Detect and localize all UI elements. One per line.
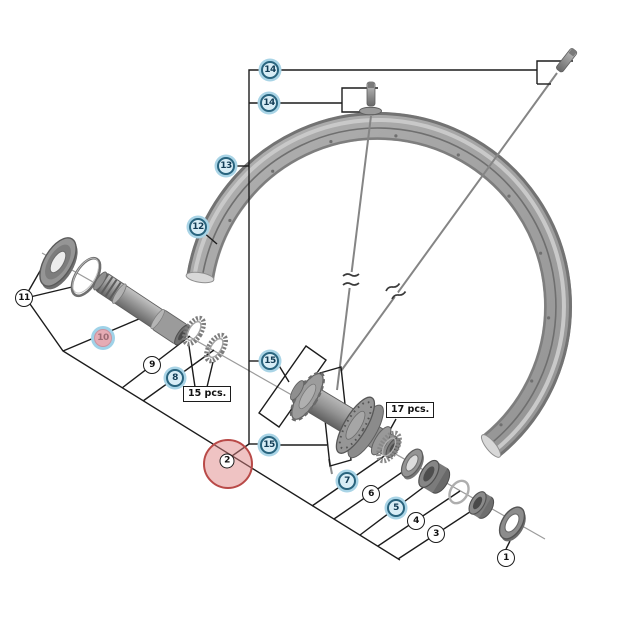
serrated-washer-b xyxy=(204,332,228,364)
qty-label-15pcs: 15 pcs. xyxy=(183,386,232,402)
seal-ring xyxy=(498,506,526,542)
cone-washer xyxy=(400,448,424,480)
rim-end-left xyxy=(185,271,215,284)
serrated-washer-a xyxy=(182,315,206,347)
end-cap xyxy=(468,491,495,519)
bracket-nipple-left xyxy=(341,87,378,113)
break-mark-right xyxy=(385,283,407,301)
callout-8[interactable]: 8 xyxy=(166,369,184,387)
callout-15[interactable]: 15 xyxy=(260,436,278,454)
callout-11[interactable]: 11 xyxy=(15,289,33,307)
callout-14[interactable]: 14 xyxy=(260,94,278,112)
callout-13[interactable]: 13 xyxy=(217,157,235,175)
spoke-diagonal xyxy=(340,72,558,372)
spoke-nipple-top xyxy=(359,81,382,116)
callout-7[interactable]: 7 xyxy=(338,472,356,490)
callout-12[interactable]: 12 xyxy=(189,218,207,236)
rim-end-right xyxy=(480,434,502,458)
callout-6[interactable]: 6 xyxy=(362,485,380,503)
serrated-washer-c xyxy=(376,430,402,464)
callout-2[interactable]: 2 xyxy=(219,453,235,469)
callout-9[interactable]: 9 xyxy=(143,356,161,374)
break-mark-left xyxy=(342,271,360,289)
callout-15[interactable]: 15 xyxy=(261,352,279,370)
callout-1[interactable]: 1 xyxy=(497,549,515,567)
callout-3[interactable]: 3 xyxy=(427,525,445,543)
flange-box-right xyxy=(319,366,352,467)
spoke-nipple-right xyxy=(556,48,578,73)
hub-body xyxy=(289,371,401,459)
axle xyxy=(93,271,190,346)
o-ring-right xyxy=(448,479,470,505)
flange-box-left xyxy=(258,345,327,428)
callout-5[interactable]: 5 xyxy=(387,499,405,517)
callout-4[interactable]: 4 xyxy=(407,512,425,530)
rim-spoke-holes xyxy=(228,134,551,427)
callout-14[interactable]: 14 xyxy=(261,61,279,79)
bearing-cup xyxy=(418,459,451,494)
qty-label-17pcs: 17 pcs. xyxy=(386,402,435,418)
callout-10[interactable]: 10 xyxy=(94,329,112,347)
spoke-vertical xyxy=(336,115,372,391)
bearing-seal-ring xyxy=(39,237,78,290)
